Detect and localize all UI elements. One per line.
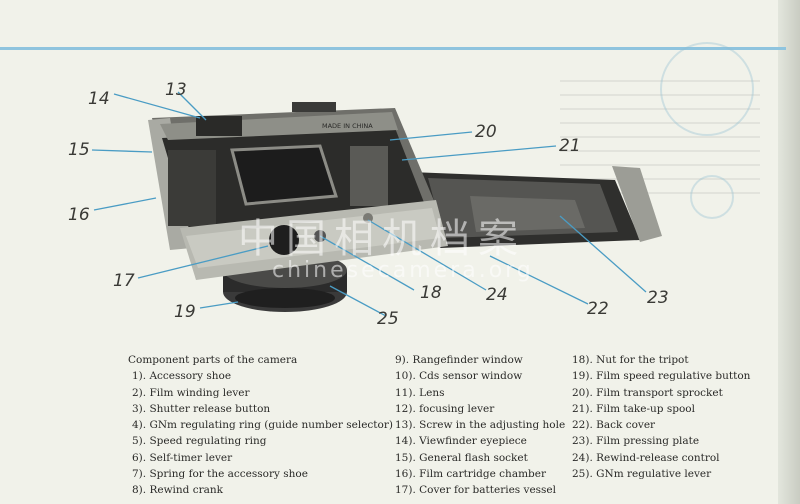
back-cover xyxy=(410,166,662,248)
show-through-circle xyxy=(660,42,754,136)
part-item: 23). Film pressing plate xyxy=(572,435,700,448)
part-item: 7). Spring for the accessory shoe xyxy=(132,468,308,481)
part-item: 1). Accessory shoe xyxy=(132,370,232,383)
lens-barrel xyxy=(223,252,347,312)
part-item: 11). Lens xyxy=(395,386,445,399)
part-item: 4). GNm regulating ring (guide number se… xyxy=(132,419,393,432)
callout-15: 15 xyxy=(68,140,90,160)
part-item: 16). Film cartridge chamber xyxy=(395,468,546,481)
part-item: 10). Cds sensor window xyxy=(395,370,523,383)
part-item: 12). focusing lever xyxy=(395,402,495,415)
header-rule xyxy=(0,47,786,50)
part-item: 18). Nut for the tripot xyxy=(572,354,689,366)
made-in-label: MADE IN CHINA xyxy=(322,122,373,130)
part-item: 2). Film winding lever xyxy=(132,386,250,399)
callout-18: 18 xyxy=(420,283,442,303)
part-item: 14). Viewfinder eyepiece xyxy=(395,435,527,448)
parts-heading: Component parts of the camera xyxy=(128,354,298,366)
part-item: 3). Shutter release button xyxy=(132,402,271,415)
callout-17: 17 xyxy=(113,271,135,291)
part-item: 9). Rangefinder window xyxy=(395,354,523,366)
callout-13: 13 xyxy=(165,80,187,100)
camera-body: MADE IN CHINA xyxy=(148,102,448,280)
callout-23: 23 xyxy=(647,288,669,308)
parts-column-3: 18). Nut for the tripot 19). Film speed … xyxy=(572,352,772,482)
parts-column-2: 9). Rangefinder window 10). Cds sensor w… xyxy=(395,352,570,499)
part-item: 24). Rewind-release control xyxy=(572,451,720,464)
part-item: 25). GNm regulative lever xyxy=(572,468,712,481)
part-item: 19). Film speed regulative button xyxy=(572,370,751,383)
page-edge xyxy=(778,0,800,504)
callout-21: 21 xyxy=(559,136,581,156)
part-item: 20). Film transport sprocket xyxy=(572,386,723,399)
callout-20: 20 xyxy=(475,122,497,142)
part-item: 21). Film take-up spool xyxy=(572,402,695,415)
part-item: 8). Rewind crank xyxy=(132,484,224,497)
part-item: 13). Screw in the adjusting hole xyxy=(395,419,566,432)
callout-22: 22 xyxy=(587,299,609,319)
part-item: 17). Cover for batteries vessel xyxy=(395,484,557,497)
watermark-url: chinesecamera.org xyxy=(272,258,534,283)
parts-column-1: Component parts of the camera 1). Access… xyxy=(128,352,398,499)
leader-lines xyxy=(91,91,647,317)
callout-19: 19 xyxy=(174,302,196,322)
callout-14: 14 xyxy=(88,89,110,109)
part-item: 5). Speed regulating ring xyxy=(132,435,267,448)
callout-24: 24 xyxy=(486,285,508,305)
part-item: 22). Back cover xyxy=(572,419,656,432)
part-item: 15). General flash socket xyxy=(395,451,528,464)
callout-16: 16 xyxy=(68,205,90,225)
part-item: 6). Self-timer lever xyxy=(132,451,233,464)
callout-25: 25 xyxy=(377,309,399,329)
show-through-circle-small xyxy=(690,175,734,219)
watermark-chinese: 中国相机档案 xyxy=(238,216,526,262)
